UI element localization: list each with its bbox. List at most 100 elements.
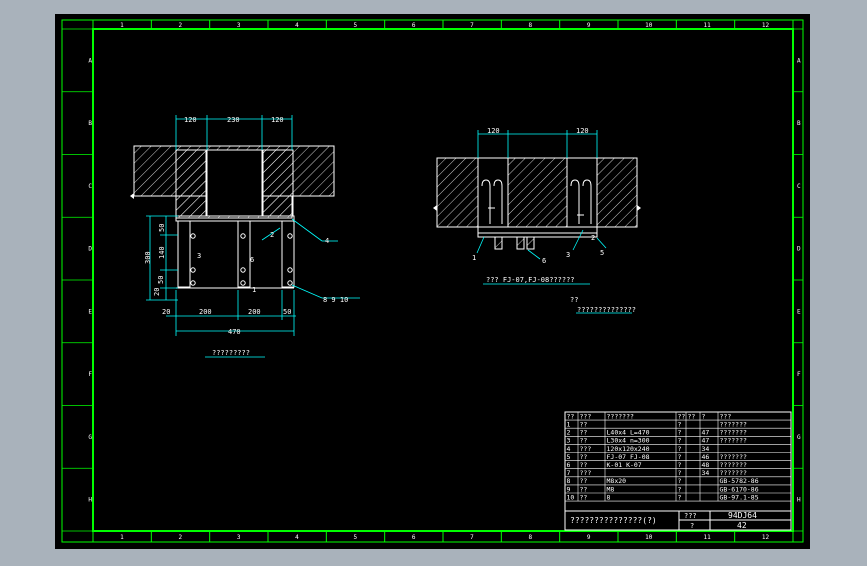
table-header-cell: ??: [688, 412, 696, 420]
left-dim-side-4: 50: [157, 276, 165, 284]
table-cell: 9: [567, 485, 571, 493]
table-cell: 2: [567, 429, 571, 437]
table-cell: M8x20: [607, 477, 627, 485]
table-cell: 48: [702, 461, 710, 469]
col-label-top: 4: [295, 22, 299, 29]
table-cell: 47: [702, 429, 710, 437]
left-dim-top-1: 120: [184, 116, 197, 124]
left-view-caption: ?????????: [212, 349, 250, 357]
row-label-right: H: [797, 497, 801, 504]
left-section-view: [130, 115, 360, 358]
table-cell: GB-97.1-85: [720, 493, 759, 501]
table-cell: 47: [702, 437, 710, 445]
table-cell: ??: [580, 437, 588, 445]
col-label-top: 12: [762, 22, 770, 29]
col-label-top: 6: [412, 22, 416, 29]
row-label-left: G: [88, 434, 92, 441]
table-cell: 8: [607, 493, 611, 501]
table-header-cell: ???????: [607, 412, 634, 420]
left-dim-side-2: 140: [158, 246, 166, 259]
table-cell: ??: [580, 493, 588, 501]
right-section-view: [433, 130, 641, 314]
col-label-top: 10: [645, 22, 653, 29]
table-cell: 8: [567, 477, 571, 485]
col-label-bottom: 5: [354, 534, 358, 541]
right-dim-top-1: 120: [487, 127, 500, 135]
row-label-right: A: [797, 57, 801, 64]
table-cell: ??: [580, 421, 588, 429]
border-ticks: [62, 20, 803, 542]
channel-mid: [237, 220, 251, 288]
right-callout-6: 6: [542, 257, 546, 265]
left-dim-bottom-1: 20: [162, 308, 170, 316]
right-callout-1: 1: [472, 254, 476, 262]
row-label-left: E: [88, 308, 92, 315]
table-header-cell: ???: [720, 412, 732, 420]
table-header-cell: ???: [580, 412, 592, 420]
row-label-right: G: [797, 434, 801, 441]
table-cell: 34: [702, 469, 710, 477]
table-cell: ???: [580, 445, 592, 453]
table-cell: ???????: [720, 469, 747, 477]
left-callout-6: 6: [250, 256, 254, 264]
col-label-bottom: 7: [470, 534, 474, 541]
row-label-right: D: [797, 246, 801, 253]
channel-left: [177, 220, 191, 288]
channel-right: [281, 220, 295, 288]
table-cell: L30x4 n=300: [607, 437, 650, 445]
right-view-caption: ??? FJ-07,FJ-08??????: [486, 276, 575, 284]
outer-frame: [61, 19, 804, 543]
drawing-sheet: [55, 14, 810, 549]
col-label-top: 1: [120, 22, 124, 29]
col-label-bottom: 3: [237, 534, 241, 541]
title-block-page-label: ?: [690, 522, 694, 530]
table-cell: ??: [580, 453, 588, 461]
left-callout-2: 2: [270, 231, 274, 239]
table-cell: 120x120x240: [607, 445, 650, 453]
col-label-bottom: 4: [295, 534, 299, 541]
col-label-bottom: 11: [704, 534, 712, 541]
col-label-top: 3: [237, 22, 241, 29]
col-label-bottom: 10: [645, 534, 653, 541]
left-dim-total: 470: [228, 328, 241, 336]
left-dim-bottom-4: 50: [283, 308, 291, 316]
right-callout-5: 5: [600, 249, 604, 257]
left-callout-4: 4: [325, 237, 329, 245]
col-label-bottom: 6: [412, 534, 416, 541]
table-cell: ???: [580, 469, 592, 477]
table-cell: ?: [678, 437, 682, 445]
table-cell: ???????: [720, 461, 747, 469]
row-label-right: C: [797, 183, 801, 190]
row-label-left: B: [88, 120, 92, 127]
table-cell: 46: [702, 453, 710, 461]
table-header-cell: ?: [702, 412, 706, 420]
col-label-bottom: 2: [179, 534, 183, 541]
row-label-left: F: [88, 371, 92, 378]
parts-table: ????????????????????1??????????2??L40x4 …: [564, 411, 792, 531]
col-label-top: 5: [354, 22, 358, 29]
table-cell: FJ-07 FJ-08: [607, 453, 650, 461]
table-cell: ?: [678, 461, 682, 469]
title-block-code: 94DJ64: [728, 511, 757, 520]
left-dim-bottom-2: 200: [199, 308, 212, 316]
table-cell: ??: [580, 461, 588, 469]
left-dim-side-3: 300: [144, 251, 152, 264]
table-cell: 7: [567, 469, 571, 477]
table-cell: ?: [678, 493, 682, 501]
left-dim-top-2: 230: [227, 116, 240, 124]
col-label-bottom: 9: [587, 534, 591, 541]
table-cell: ?: [678, 429, 682, 437]
table-cell: GB-6170-86: [720, 485, 759, 493]
title-block: ???????????????(?) ??? 94DJ64 ? 42: [565, 510, 791, 530]
table-cell: ?: [678, 477, 682, 485]
left-dim-side-1: 50: [158, 224, 166, 232]
table-cell: M8: [607, 485, 615, 493]
table-cell: ???????: [720, 437, 747, 445]
table-cell: ??: [580, 477, 588, 485]
title-block-title: ???????????????(?): [570, 516, 657, 525]
table-cell: 3: [567, 437, 571, 445]
table-header-cell: ??: [678, 412, 686, 420]
